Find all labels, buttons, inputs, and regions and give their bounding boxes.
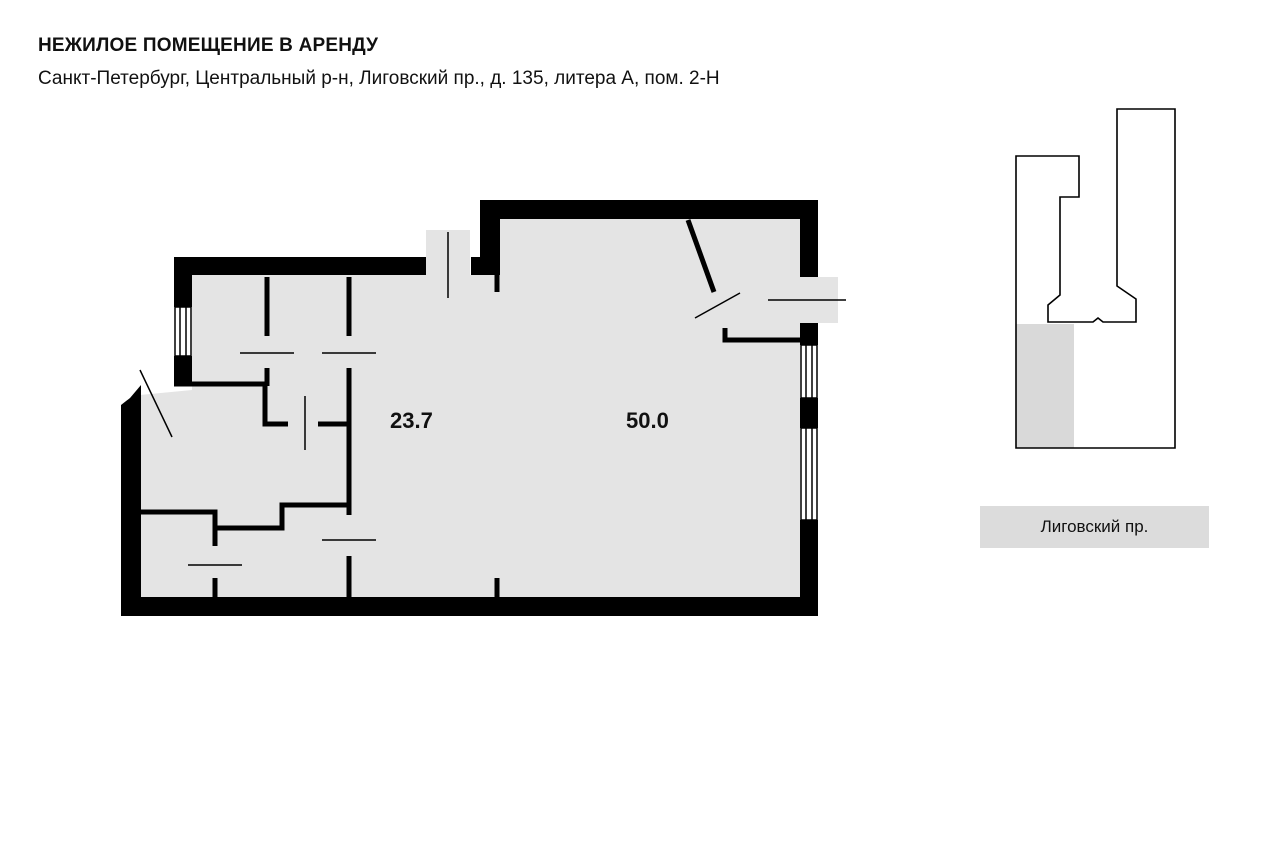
site-plan-highlight: [1016, 324, 1074, 448]
room-area-label: 50.0: [626, 408, 669, 433]
room-area-label: 23.7: [390, 408, 433, 433]
floor-fill: [140, 218, 838, 597]
door-leaf: [685, 219, 717, 293]
windows: [174, 306, 818, 521]
site-plan: [1015, 108, 1176, 449]
street-label: Лиговский пр.: [980, 506, 1209, 548]
property-address: Санкт-Петербург, Центральный р-н, Лиговс…: [38, 68, 720, 89]
site-plan-building-outline: [1015, 108, 1176, 449]
page-title: НЕЖИЛОЕ ПОМЕЩЕНИЕ В АРЕНДУ: [38, 35, 379, 56]
interior-walls: [141, 275, 800, 597]
exterior-walls: [121, 200, 818, 616]
doors: [139, 232, 846, 566]
